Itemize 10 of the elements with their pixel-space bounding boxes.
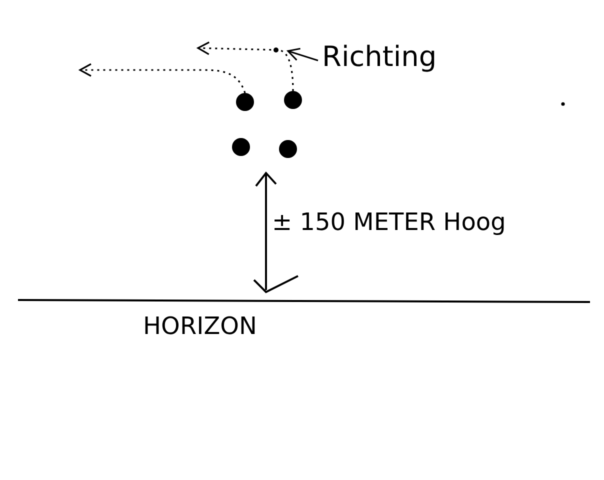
dotted-arrow	[197, 41, 294, 92]
arrow	[287, 48, 318, 62]
light-dot	[236, 93, 254, 111]
dotted-arrow	[79, 63, 246, 94]
direction-label: Richting	[322, 40, 437, 73]
light-dot	[279, 140, 297, 158]
height-label: ± 150 METER Hoog	[272, 208, 506, 236]
horizon-label: HORIZON	[143, 312, 257, 340]
light-dot	[284, 91, 302, 109]
light-dot	[232, 138, 250, 156]
